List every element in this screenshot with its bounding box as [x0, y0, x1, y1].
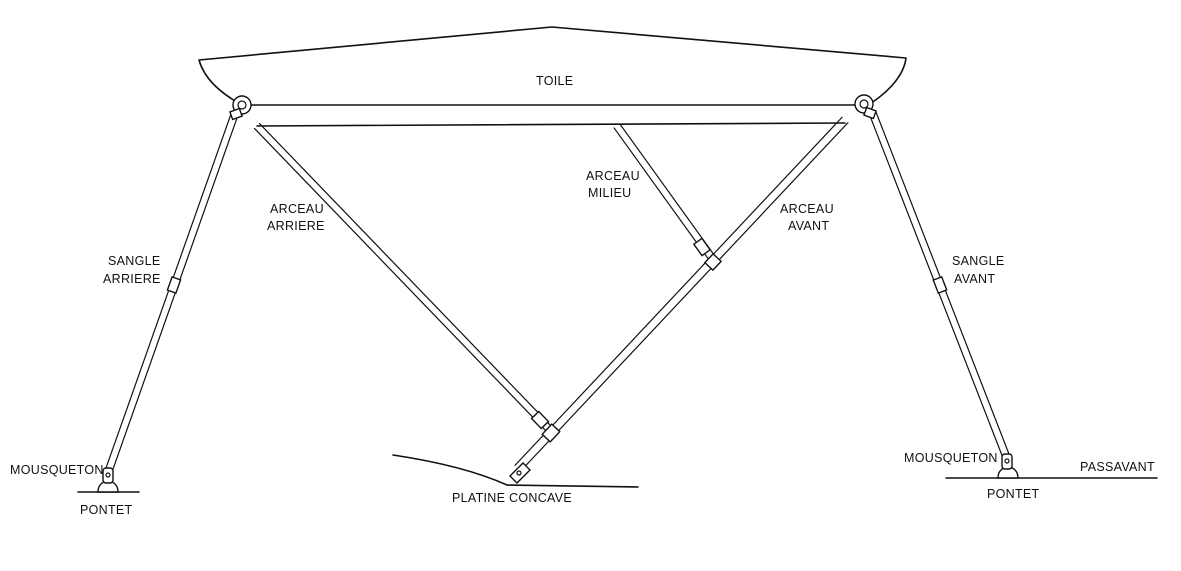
platine-fitting	[509, 462, 531, 484]
hinge-right	[854, 94, 877, 120]
label-mousqueton-left: MOUSQUETON	[10, 463, 104, 477]
label-arceau-arriere-2: ARRIERE	[267, 219, 325, 233]
arceau-arriere-joint	[530, 410, 550, 430]
label-pontet-right: PONTET	[987, 487, 1040, 501]
arceau-avant-joint-lower	[541, 423, 561, 443]
sangle-arriere-tube	[105, 114, 238, 472]
label-sangle-arriere-1: SANGLE	[108, 254, 161, 268]
label-arceau-avant-2: AVANT	[788, 219, 829, 233]
arceau-milieu-joint	[692, 237, 712, 257]
label-arceau-arriere-1: ARCEAU	[270, 202, 324, 216]
label-sangle-arriere-2: ARRIERE	[103, 272, 161, 286]
label-arceau-milieu-2: MILIEU	[588, 186, 631, 200]
label-sangle-avant-2: AVANT	[954, 272, 995, 286]
label-toile: TOILE	[536, 74, 573, 88]
label-passavant: PASSAVANT	[1080, 460, 1155, 474]
mousqueton-left-clip	[102, 467, 114, 484]
label-arceau-avant-1: ARCEAU	[780, 202, 834, 216]
arceau-milieu-tube	[613, 123, 716, 261]
platine-concave-surface	[392, 454, 639, 488]
toile-canvas	[198, 26, 907, 106]
label-pontet-left: PONTET	[80, 503, 133, 517]
sangle-arriere-joint	[166, 276, 182, 294]
arceau-arriere-tube	[253, 122, 554, 434]
tubes-group	[105, 112, 1010, 472]
label-arceau-milieu-1: ARCEAU	[586, 169, 640, 183]
label-mousqueton-right: MOUSQUETON	[904, 451, 998, 465]
label-sangle-avant-1: SANGLE	[952, 254, 1005, 268]
hinge-left	[229, 95, 252, 121]
sangle-avant-joint	[932, 275, 948, 295]
joints-group	[166, 237, 948, 443]
arceau-avant-tube	[514, 116, 849, 472]
label-platine-concave: PLATINE CONCAVE	[452, 491, 572, 505]
arceau-avant-joint-upper	[703, 252, 723, 272]
mousqueton-right-clip	[1001, 453, 1013, 470]
crossbar	[256, 122, 846, 127]
